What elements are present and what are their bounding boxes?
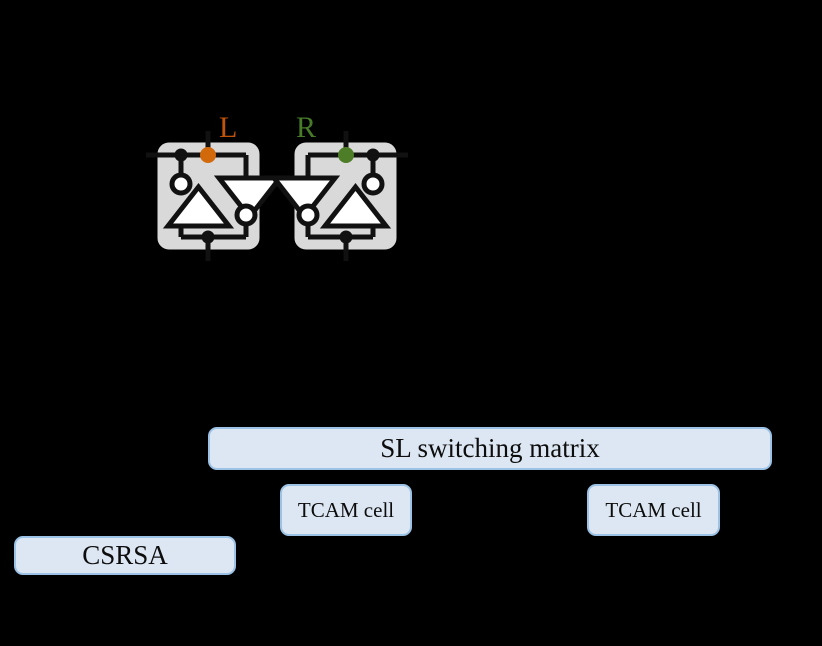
junction-dot-top-left [174,148,188,162]
inverter-left-bubble [361,172,385,196]
node-label-R: R [296,111,317,144]
node-label-L: L [219,111,238,144]
memory-cell-left [146,131,286,261]
memory-cell-left-schematic [146,131,286,261]
junction-dot-bottom [201,230,215,244]
inverter-left-bubble [169,172,193,196]
inverter-left-triangle [162,182,235,229]
inverter-left-triangle [319,182,392,229]
tcam-cell-left-block[interactable]: TCAM cell [280,484,412,536]
csrsa-block[interactable]: CSRSA [14,536,236,575]
memory-cell-right [268,131,408,261]
storage-node-dot-L [200,147,216,163]
inverter-right-bubble [296,203,320,227]
inverter-right-triangle [268,175,341,222]
inverter-right-bubble [234,203,258,227]
sl-switching-matrix-block[interactable]: SL switching matrix [208,427,772,470]
inverter-right-triangle [213,175,286,222]
tcam-cell-right-block[interactable]: TCAM cell [587,484,720,536]
junction-dot-bottom [339,230,353,244]
memory-cell-right-schematic [268,131,408,261]
junction-dot-top-left [366,148,380,162]
storage-node-dot-R [338,147,354,163]
